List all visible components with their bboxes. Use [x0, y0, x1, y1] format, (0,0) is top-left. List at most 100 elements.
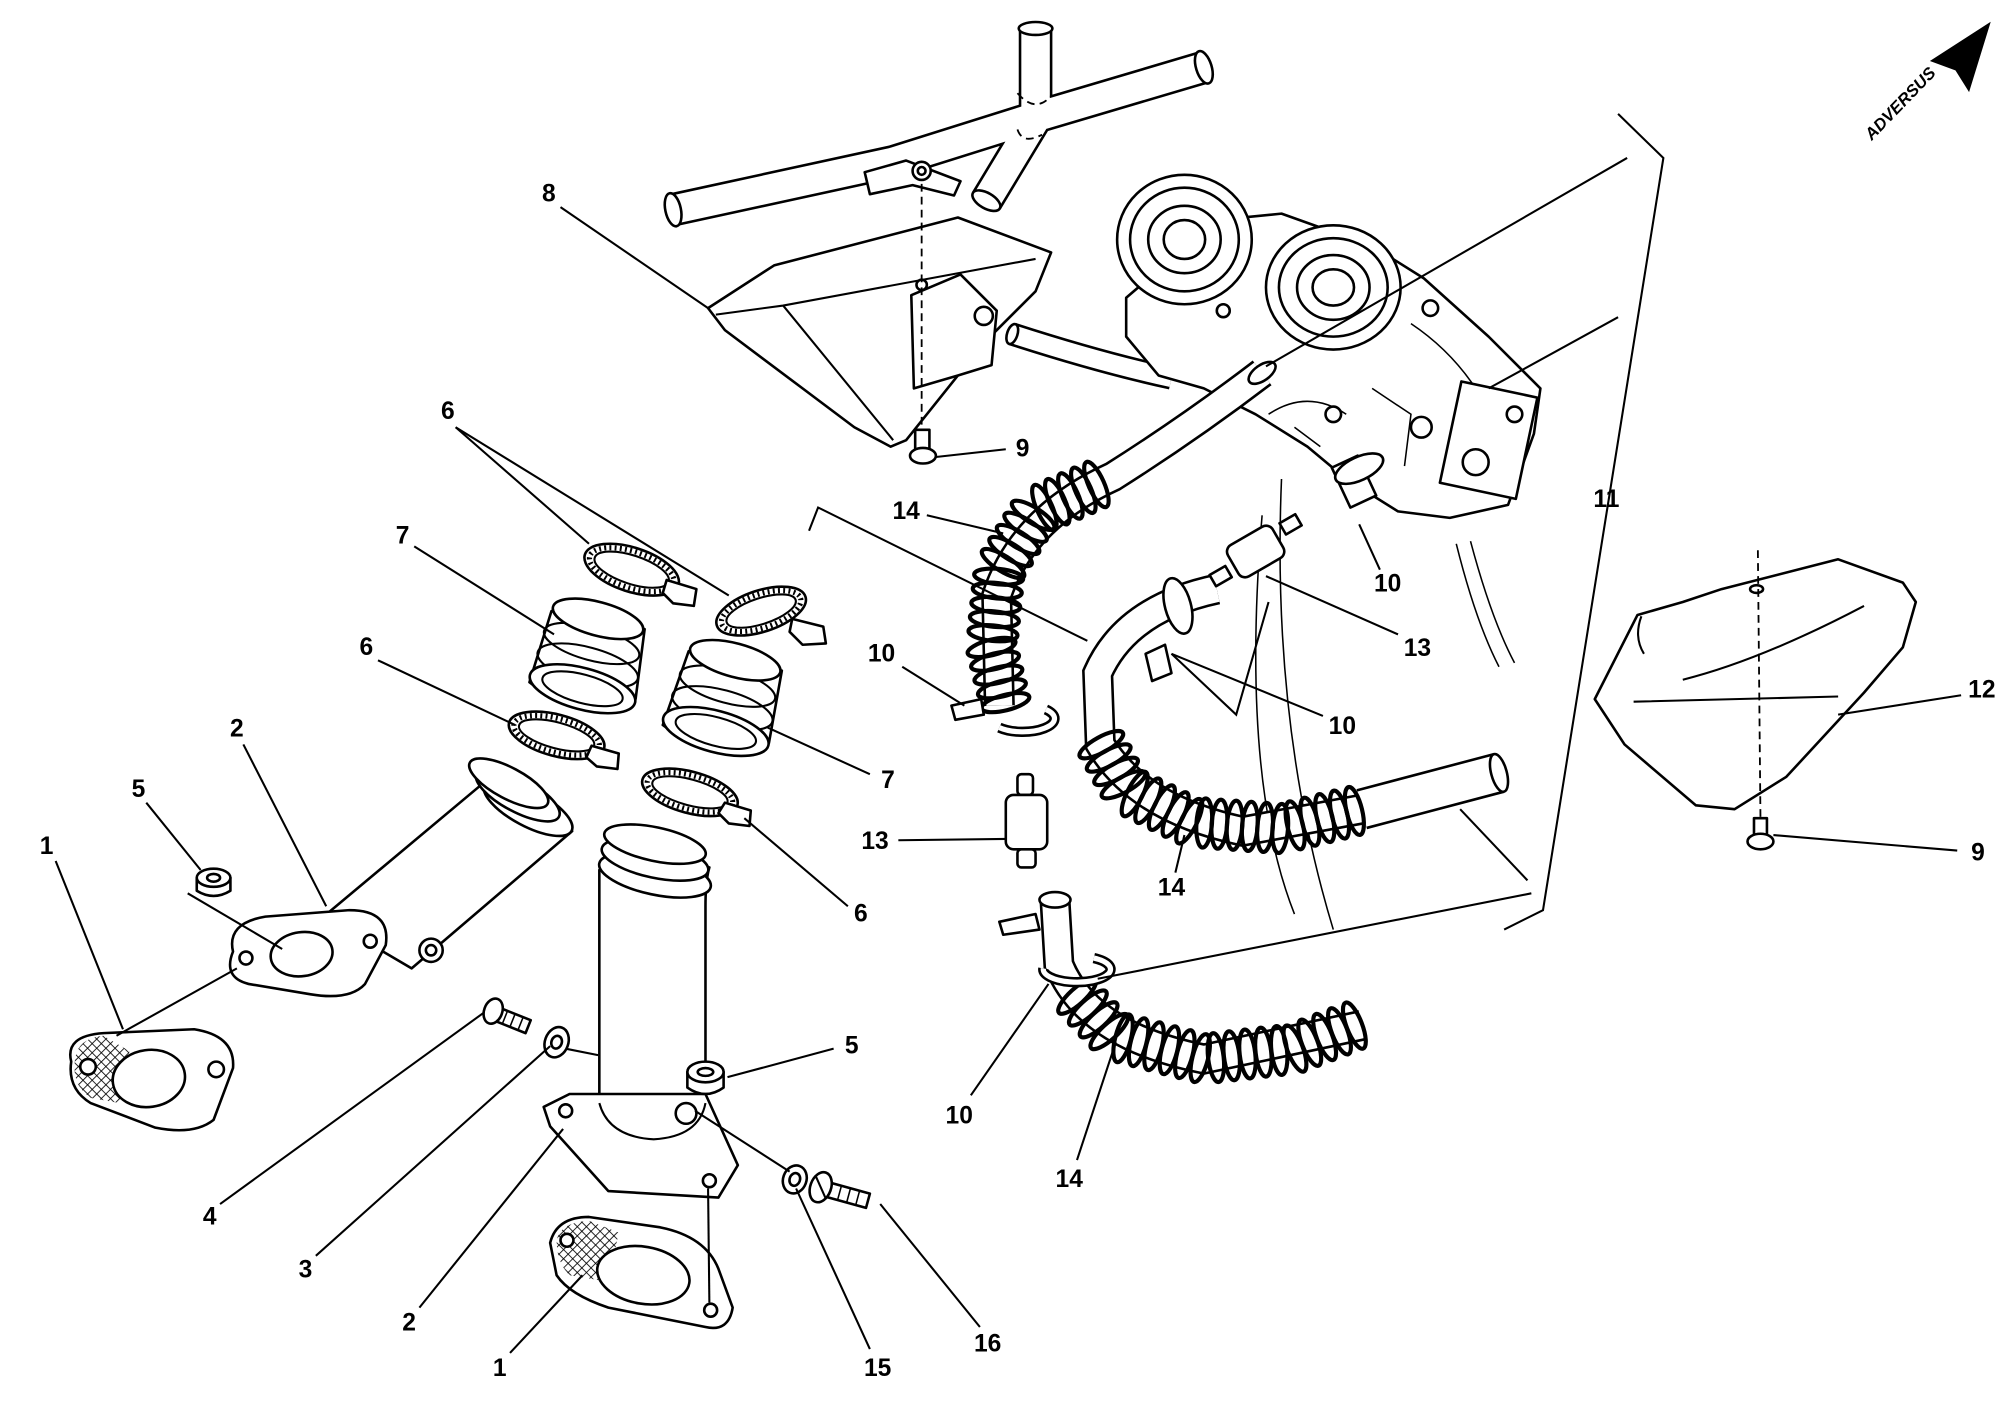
sleeve-bottom — [528, 663, 637, 715]
manifold-rib — [602, 823, 708, 866]
leader-line — [1171, 652, 1324, 717]
assembly-line — [187, 892, 283, 950]
flange-bolt-hole — [701, 1172, 718, 1189]
nipple-clip — [1333, 452, 1385, 486]
carburetor-right-cap — [1264, 223, 1402, 351]
callout-2: 2 — [402, 1310, 416, 1337]
hose-clip — [1038, 952, 1116, 988]
cover-fold-line — [715, 257, 1036, 441]
leader-line — [1265, 575, 1399, 636]
group-bracket — [1503, 113, 1665, 931]
callout-10: 10 — [1374, 570, 1401, 597]
group-line — [1265, 157, 1628, 368]
callout-13: 13 — [1404, 635, 1431, 662]
clip-tab — [950, 697, 986, 722]
bolt — [908, 428, 938, 465]
callout-6: 6 — [359, 634, 373, 661]
frame-tube-end — [1017, 20, 1054, 37]
fuel-filter — [1208, 512, 1303, 588]
leader-line — [969, 983, 1050, 1096]
frame-tube-end — [1193, 49, 1215, 85]
flange-bolt-hole — [557, 1103, 574, 1119]
sleeve-top — [688, 638, 782, 682]
cover-outline — [706, 216, 1053, 448]
callout-12: 12 — [1968, 677, 1995, 704]
carburetor-screw — [1505, 405, 1524, 424]
leader-line — [935, 448, 1006, 459]
carburetor-screw — [1461, 447, 1490, 477]
flange-bolt-hole — [362, 933, 378, 949]
side-cover — [1593, 557, 1918, 811]
clip-tab — [998, 912, 1041, 937]
carburetor-screw — [1421, 299, 1440, 318]
callout-9: 9 — [1971, 840, 1985, 867]
bolt — [1746, 816, 1775, 851]
filter-nipple — [1016, 772, 1035, 797]
leader-line — [898, 837, 1006, 842]
cap-center — [1162, 218, 1207, 261]
intake-manifold — [228, 757, 574, 998]
carburetor-screw — [1324, 405, 1343, 424]
frame-weld-line — [1016, 92, 1052, 140]
hose-clamp — [640, 767, 753, 828]
hose-end — [1488, 752, 1510, 794]
rubber-sleeve — [528, 597, 646, 715]
direction-label: ADVERSUS — [1860, 63, 1940, 145]
nut — [686, 1060, 725, 1096]
hose-spring-guard — [1056, 976, 1368, 1085]
sleeve-bore — [541, 670, 624, 708]
assembly-line — [115, 967, 238, 1037]
bolt — [808, 1170, 872, 1210]
bolt-head — [482, 997, 505, 1025]
leader-line — [54, 860, 124, 1030]
manifold-port — [269, 930, 334, 978]
hose-body — [1357, 755, 1504, 827]
side-cover-hole — [1748, 583, 1765, 595]
rubber-sleeve — [661, 638, 784, 758]
filter-body — [1004, 793, 1049, 851]
fuel-hose-middle — [1077, 573, 1510, 856]
bolt-head — [908, 446, 938, 465]
bolt-slot — [814, 1175, 827, 1200]
sleeve-top — [551, 597, 645, 641]
cover-mount-tab — [910, 273, 999, 390]
callout-7: 7 — [881, 767, 895, 794]
clamp-latch — [717, 801, 753, 828]
nut-bore — [205, 872, 222, 883]
leader-line — [509, 1274, 584, 1354]
battery-cover — [706, 216, 1053, 448]
vent-hose-body — [1009, 325, 1174, 387]
side-cover-fold — [1633, 604, 1865, 703]
leader-line — [315, 1045, 551, 1257]
hose-spring-guard — [965, 459, 1111, 715]
callout-10: 10 — [946, 1102, 973, 1129]
hose-end — [1247, 360, 1277, 386]
hose-spring-guard — [1077, 728, 1366, 856]
leader-line — [418, 1128, 564, 1309]
leader-line — [413, 545, 555, 636]
leader-line — [926, 514, 1004, 535]
washer — [543, 1025, 571, 1059]
carburetor-detail — [1268, 323, 1477, 467]
carburetor-screw — [1409, 415, 1433, 439]
gasket-hole — [559, 1232, 575, 1249]
fuel-hose-upper — [965, 360, 1277, 715]
filter-nipple — [1016, 848, 1037, 869]
filter-body — [1225, 524, 1286, 579]
leader-line — [1076, 1041, 1117, 1161]
carburetor-assembly — [1115, 173, 1542, 520]
clip-tab — [1144, 643, 1173, 683]
vent-hose-end — [1005, 322, 1020, 346]
frame-tube — [663, 20, 1215, 228]
manifold-rib — [467, 757, 550, 810]
callout-4: 4 — [203, 1203, 217, 1230]
callout-2: 2 — [230, 715, 244, 742]
clamp-band — [718, 587, 804, 635]
hose-end — [1038, 890, 1072, 909]
group-line — [1488, 316, 1619, 390]
clamp-inner — [725, 593, 797, 629]
callout-10: 10 — [1329, 713, 1356, 740]
washer-inner — [549, 1034, 564, 1050]
assembly-axis — [1756, 550, 1762, 819]
